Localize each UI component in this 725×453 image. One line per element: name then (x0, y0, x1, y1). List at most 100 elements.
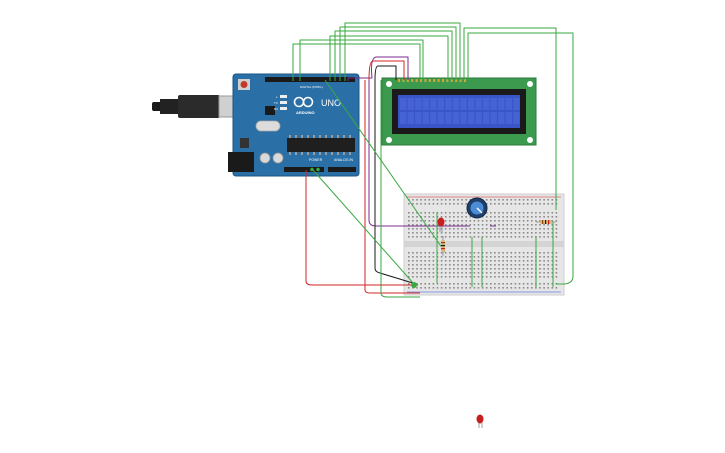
breadboard-hole[interactable] (424, 220, 426, 222)
breadboard-hole[interactable] (457, 228, 459, 230)
breadboard-hole[interactable] (498, 252, 500, 254)
breadboard-hole[interactable] (498, 283, 500, 285)
breadboard-hole[interactable] (424, 256, 426, 258)
breadboard-hole[interactable] (428, 287, 431, 289)
breadboard-hole[interactable] (412, 224, 414, 226)
breadboard-hole[interactable] (416, 232, 418, 234)
breadboard-hole[interactable] (461, 264, 463, 266)
breadboard-hole[interactable] (477, 252, 480, 254)
breadboard-hole[interactable] (420, 216, 422, 218)
breadboard-hole[interactable] (518, 256, 521, 258)
breadboard-hole[interactable] (485, 276, 488, 278)
breadboard-hole[interactable] (494, 199, 496, 201)
breadboard-hole[interactable] (498, 199, 500, 201)
breadboard-hole[interactable] (465, 220, 467, 222)
breadboard-hole[interactable] (416, 212, 418, 214)
breadboard-hole[interactable] (539, 260, 541, 262)
breadboard-hole[interactable] (502, 199, 504, 201)
breadboard-hole[interactable] (498, 268, 500, 270)
breadboard-hole[interactable] (494, 228, 496, 230)
breadboard-hole[interactable] (539, 283, 541, 285)
breadboard-hole[interactable] (522, 236, 525, 238)
breadboard-hole[interactable] (522, 287, 525, 289)
breadboard-hole[interactable] (555, 236, 558, 238)
power-header[interactable] (284, 167, 324, 172)
breadboard-hole[interactable] (531, 256, 533, 258)
breadboard-hole[interactable] (473, 232, 476, 234)
breadboard-hole[interactable] (420, 199, 422, 201)
breadboard-hole[interactable] (506, 224, 508, 226)
breadboard-hole[interactable] (522, 232, 525, 234)
breadboard-hole[interactable] (526, 252, 529, 254)
breadboard-hole[interactable] (412, 287, 414, 289)
wire-green-6[interactable] (344, 22, 461, 81)
breadboard-hole[interactable] (531, 260, 533, 262)
breadboard-hole[interactable] (453, 283, 455, 285)
breadboard-hole[interactable] (473, 276, 476, 278)
breadboard-hole[interactable] (485, 203, 488, 205)
breadboard-hole[interactable] (555, 252, 558, 254)
breadboard-hole[interactable] (412, 220, 414, 222)
breadboard-hole[interactable] (408, 203, 410, 205)
breadboard-hole[interactable] (440, 276, 443, 278)
breadboard-hole[interactable] (453, 203, 455, 205)
breadboard-hole[interactable] (461, 268, 463, 270)
breadboard-hole[interactable] (477, 220, 480, 222)
breadboard-hole[interactable] (535, 216, 537, 218)
breadboard-hole[interactable] (481, 268, 484, 270)
breadboard-hole[interactable] (514, 216, 517, 218)
breadboard-hole[interactable] (551, 283, 554, 285)
breadboard-hole[interactable] (506, 272, 508, 274)
breadboard-hole[interactable] (444, 232, 447, 234)
breadboard-hole[interactable] (543, 268, 545, 270)
breadboard-hole[interactable] (444, 216, 447, 218)
breadboard-hole[interactable] (461, 224, 463, 226)
breadboard-hole[interactable] (420, 276, 422, 278)
breadboard-hole[interactable] (461, 220, 463, 222)
breadboard-hole[interactable] (506, 283, 508, 285)
breadboard-hole[interactable] (514, 260, 517, 262)
breadboard-hole[interactable] (502, 220, 504, 222)
breadboard-hole[interactable] (551, 264, 554, 266)
breadboard-hole[interactable] (473, 236, 476, 238)
breadboard-hole[interactable] (416, 256, 418, 258)
breadboard-hole[interactable] (449, 236, 451, 238)
breadboard-hole[interactable] (490, 256, 492, 258)
breadboard-hole[interactable] (428, 216, 431, 218)
breadboard-hole[interactable] (490, 224, 492, 226)
breadboard-hole[interactable] (416, 260, 418, 262)
breadboard-hole[interactable] (473, 272, 476, 274)
breadboard-hole[interactable] (494, 203, 496, 205)
breadboard-hole[interactable] (494, 287, 496, 289)
breadboard-hole[interactable] (535, 228, 537, 230)
breadboard-hole[interactable] (416, 199, 418, 201)
breadboard-hole[interactable] (526, 203, 529, 205)
breadboard-hole[interactable] (543, 199, 545, 201)
breadboard-hole[interactable] (522, 203, 525, 205)
breadboard-hole[interactable] (514, 272, 517, 274)
breadboard-hole[interactable] (555, 232, 558, 234)
breadboard-hole[interactable] (535, 224, 537, 226)
breadboard-hole[interactable] (440, 260, 443, 262)
breadboard-hole[interactable] (514, 283, 517, 285)
breadboard-hole[interactable] (473, 268, 476, 270)
breadboard-hole[interactable] (465, 256, 467, 258)
breadboard-hole[interactable] (432, 260, 435, 262)
breadboard-hole[interactable] (510, 212, 513, 214)
breadboard-hole[interactable] (551, 236, 554, 238)
breadboard-hole[interactable] (428, 283, 431, 285)
breadboard-hole[interactable] (547, 283, 549, 285)
breadboard-hole[interactable] (420, 260, 422, 262)
breadboard-hole[interactable] (498, 256, 500, 258)
breadboard-hole[interactable] (490, 212, 492, 214)
breadboard-hole[interactable] (449, 199, 451, 201)
breadboard-hole[interactable] (510, 199, 513, 201)
breadboard-hole[interactable] (555, 228, 558, 230)
breadboard-hole[interactable] (547, 236, 549, 238)
breadboard-hole[interactable] (477, 260, 480, 262)
breadboard-hole[interactable] (547, 256, 549, 258)
breadboard-hole[interactable] (465, 212, 467, 214)
breadboard-hole[interactable] (485, 216, 488, 218)
breadboard-hole[interactable] (420, 272, 422, 274)
